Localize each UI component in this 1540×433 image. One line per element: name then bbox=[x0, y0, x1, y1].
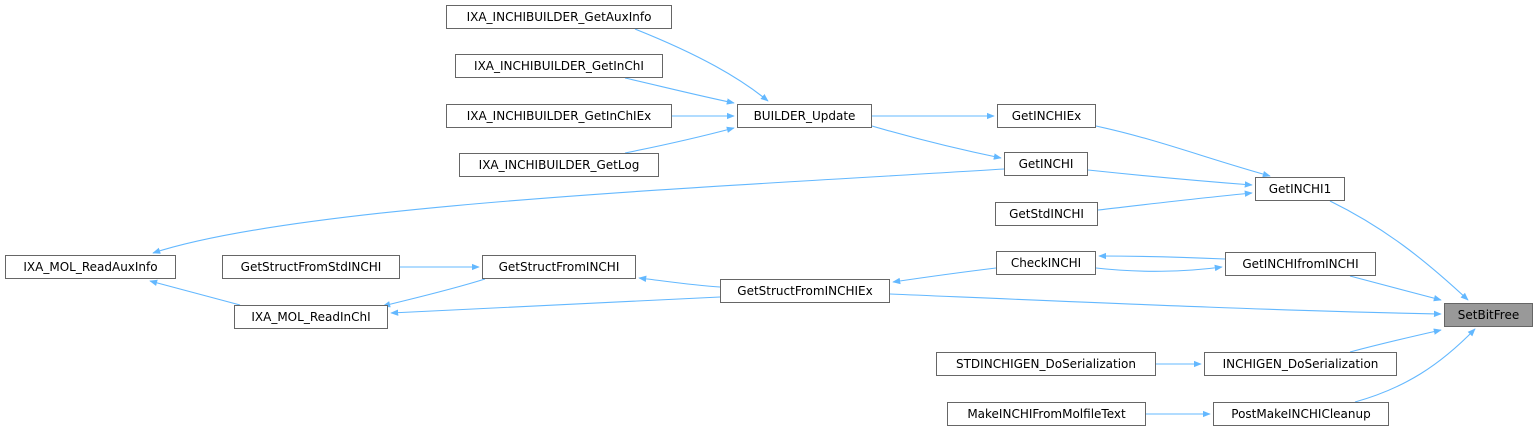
node-ixa-inchibuilder-getauxinfo[interactable]: IXA_INCHIBUILDER_GetAuxInfo bbox=[446, 5, 672, 29]
node-ixa-mol-readinchi[interactable]: IXA_MOL_ReadInChI bbox=[234, 305, 388, 329]
node-getinchiex[interactable]: GetINCHIEx bbox=[997, 104, 1096, 128]
edge-checkinchi-to-getinchifrominchi bbox=[1095, 264, 1223, 272]
edge-ixa_getauxinfo-to-builder_update bbox=[634, 28, 769, 102]
edge-ixa_getlog-to-builder_update bbox=[624, 126, 735, 154]
node-getstructfromstdinchi[interactable]: GetStructFromStdINCHI bbox=[222, 255, 400, 279]
edge-getinchifrominchi-to-checkinchi bbox=[1098, 252, 1226, 260]
node-setbitfree: SetBitFree bbox=[1444, 303, 1533, 327]
edge-getinchifrominchi-to-setbitfree bbox=[1349, 275, 1442, 302]
node-getstdinchi[interactable]: GetStdINCHI bbox=[995, 202, 1098, 226]
edge-getinchiex-to-getinchi1 bbox=[1095, 125, 1271, 178]
node-ixa-inchibuilder-getinchi[interactable]: IXA_INCHIBUILDER_GetInChI bbox=[455, 54, 663, 78]
node-postmakeinchicleanup[interactable]: PostMakeINCHICleanup bbox=[1213, 402, 1389, 426]
node-getstructfrominchi[interactable]: GetStructFromINCHI bbox=[482, 255, 636, 279]
edge-getinchi1-to-setbitfree bbox=[1329, 200, 1469, 301]
node-stdinchigen-doserialization[interactable]: STDINCHIGEN_DoSerialization bbox=[936, 352, 1156, 376]
node-builder-update[interactable]: BUILDER_Update bbox=[737, 104, 872, 128]
edges bbox=[149, 28, 1476, 418]
node-ixa-inchibuilder-getinchiex[interactable]: IXA_INCHIBUILDER_GetInChIEx bbox=[446, 104, 672, 128]
node-ixa-mol-readauxinfo[interactable]: IXA_MOL_ReadAuxInfo bbox=[5, 255, 176, 279]
edge-getstructfrominchi-to-ixa_mol_readinchi bbox=[382, 278, 486, 308]
node-getinchifrominchi[interactable]: GetINCHIfromINCHI bbox=[1225, 252, 1376, 276]
edge-ixa_getinchi-to-builder_update bbox=[624, 77, 735, 105]
node-getstructfrominchiex[interactable]: GetStructFromINCHIEx bbox=[720, 279, 890, 303]
edge-ixa_mol_readinchi-to-ixa_mol_readauxinfo bbox=[149, 279, 241, 306]
node-getinchi[interactable]: GetINCHI bbox=[1004, 152, 1088, 176]
edge-builder_update-to-getinchi bbox=[871, 125, 1002, 160]
edge-getstructfrominchiex-to-ixa_mol_readinchi bbox=[390, 296, 721, 316]
edge-getstructfrominchiex-to-getstructfrominchi bbox=[638, 275, 721, 288]
edge-inchigen_doserialization-to-setbitfree bbox=[1349, 328, 1442, 353]
edge-checkinchi-to-getstructfrominchiex bbox=[892, 267, 997, 285]
edge-getinchi-to-ixa_mol_readauxinfo bbox=[152, 168, 1005, 254]
edge-getinchi-to-getinchi1 bbox=[1087, 169, 1253, 188]
edge-getstructfrominchiex-to-setbitfree bbox=[889, 293, 1442, 318]
node-makeinchifrommolfiletext[interactable]: MakeINCHIFromMolfileText bbox=[947, 402, 1146, 426]
edge-postmakeinchicleanup-to-setbitfree bbox=[1354, 328, 1476, 403]
node-checkinchi[interactable]: CheckINCHI bbox=[996, 251, 1096, 275]
node-ixa-inchibuilder-getlog[interactable]: IXA_INCHIBUILDER_GetLog bbox=[459, 153, 659, 177]
node-inchigen-doserialization[interactable]: INCHIGEN_DoSerialization bbox=[1204, 352, 1397, 376]
node-getinchi1[interactable]: GetINCHI1 bbox=[1255, 177, 1345, 201]
edge-getstdinchi-to-getinchi1 bbox=[1097, 190, 1253, 211]
